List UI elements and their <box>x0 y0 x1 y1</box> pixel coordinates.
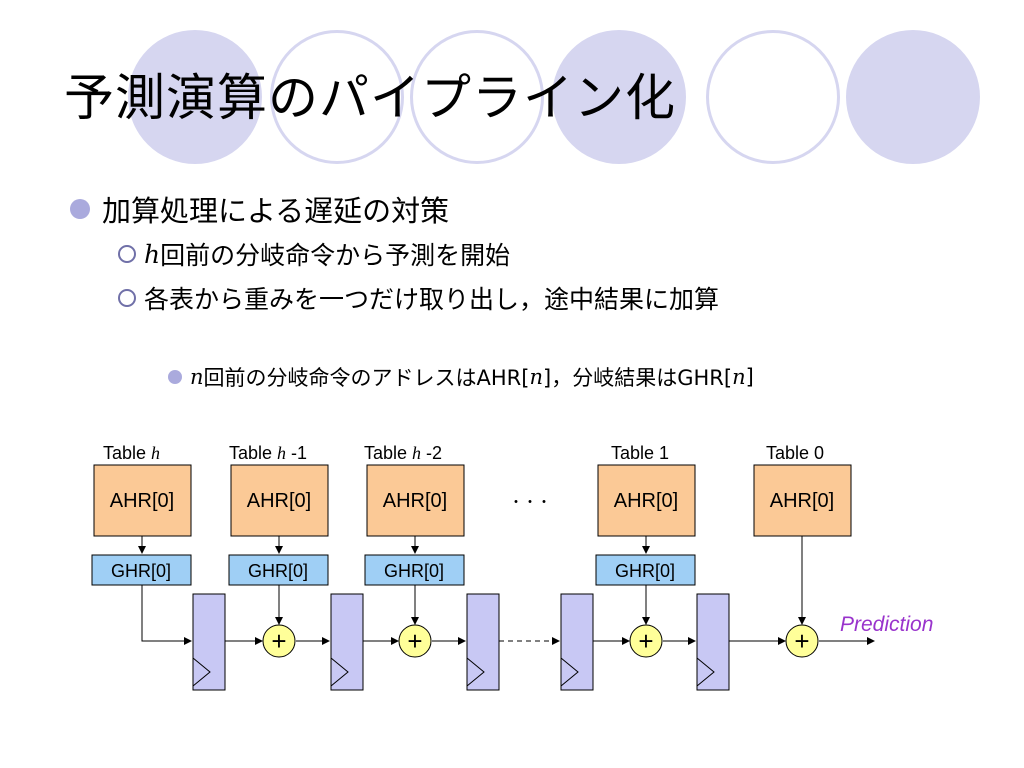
bullet-main: 加算処理による遅延の対策 <box>70 188 449 230</box>
svg-text:GHR[0]: GHR[0] <box>248 561 308 581</box>
variable-h: h <box>144 239 161 269</box>
ahr-box: AHR[0] <box>597 464 696 537</box>
ahr-box: AHR[0] <box>93 464 192 537</box>
svg-text:AHR[0]: AHR[0] <box>770 490 834 512</box>
bullet-dot-icon <box>168 370 182 384</box>
ghr-box: GHR[0] <box>364 554 465 586</box>
variable-n: n <box>732 365 746 389</box>
adder-icon: + <box>785 624 819 658</box>
decorative-ring <box>410 30 544 164</box>
ahr-box: AHR[0] <box>366 464 465 537</box>
svg-text:+: + <box>638 626 653 656</box>
decorative-circle <box>552 30 686 164</box>
variable-n: n <box>190 365 204 389</box>
bullet-ring-icon <box>118 289 136 307</box>
note-text-2: ]，分岐結果はGHR[ <box>543 366 733 390</box>
bullet-sub-1: h 回前の分岐命令から予測を開始 <box>118 236 510 272</box>
table-label: Table h -1 <box>229 443 307 463</box>
bullet-main-text: 加算処理による遅延の対策 <box>102 194 450 228</box>
bullet-sub-2-text: 各表から重みを一つだけ取り出し，途中結果に加算 <box>144 285 720 314</box>
adder-icon: + <box>262 624 296 658</box>
slide-title: 予測演算のパイプライン化 <box>64 69 676 127</box>
ahr-box: AHR[0] <box>753 464 852 537</box>
decorative-circle <box>128 30 262 164</box>
ghr-box: GHR[0] <box>91 554 192 586</box>
variable-n: n <box>529 365 544 389</box>
ghr-box: GHR[0] <box>228 554 329 586</box>
pipeline-register <box>192 593 226 691</box>
adder-icon: + <box>398 624 432 658</box>
svg-text:+: + <box>794 626 809 656</box>
decorative-ring <box>270 30 404 164</box>
bullet-sub-2: 各表から重みを一つだけ取り出し，途中結果に加算 <box>118 280 719 316</box>
pipeline-register <box>466 593 500 691</box>
bullet-note: n 回前の分岐命令のアドレスはAHR[n]，分岐結果はGHR[n] <box>168 362 754 392</box>
bullet-sub-1-text: 回前の分岐命令から予測を開始 <box>160 241 511 270</box>
adder-icon: + <box>629 624 663 658</box>
svg-text:+: + <box>407 626 422 656</box>
table-label: Table 0 <box>766 443 824 463</box>
pipeline-register <box>560 593 594 691</box>
svg-text:AHR[0]: AHR[0] <box>110 490 174 512</box>
note-text-3: ] <box>745 365 754 389</box>
svg-text:AHR[0]: AHR[0] <box>247 490 311 512</box>
svg-text:AHR[0]: AHR[0] <box>383 490 447 512</box>
pipeline-register <box>696 593 730 691</box>
ghr-box: GHR[0] <box>595 554 696 586</box>
svg-text:GHR[0]: GHR[0] <box>111 561 171 581</box>
svg-text:AHR[0]: AHR[0] <box>614 490 678 512</box>
table-label: Table h -2 <box>364 443 442 463</box>
table-label: Table h <box>103 443 160 463</box>
bullet-dot-icon <box>70 199 90 219</box>
decorative-ring <box>706 30 840 164</box>
bullet-ring-icon <box>118 245 136 263</box>
ellipsis: ・・・ <box>509 494 551 510</box>
ahr-box: AHR[0] <box>230 464 329 537</box>
svg-text:GHR[0]: GHR[0] <box>384 561 444 581</box>
decorative-circle <box>846 30 980 164</box>
pipeline-register <box>330 593 364 691</box>
svg-text:+: + <box>271 626 286 656</box>
prediction-label: Prediction <box>840 613 933 636</box>
table-label: Table 1 <box>611 443 669 463</box>
svg-text:GHR[0]: GHR[0] <box>615 561 675 581</box>
note-text-1: 回前の分岐命令のアドレスはAHR[ <box>203 366 530 390</box>
